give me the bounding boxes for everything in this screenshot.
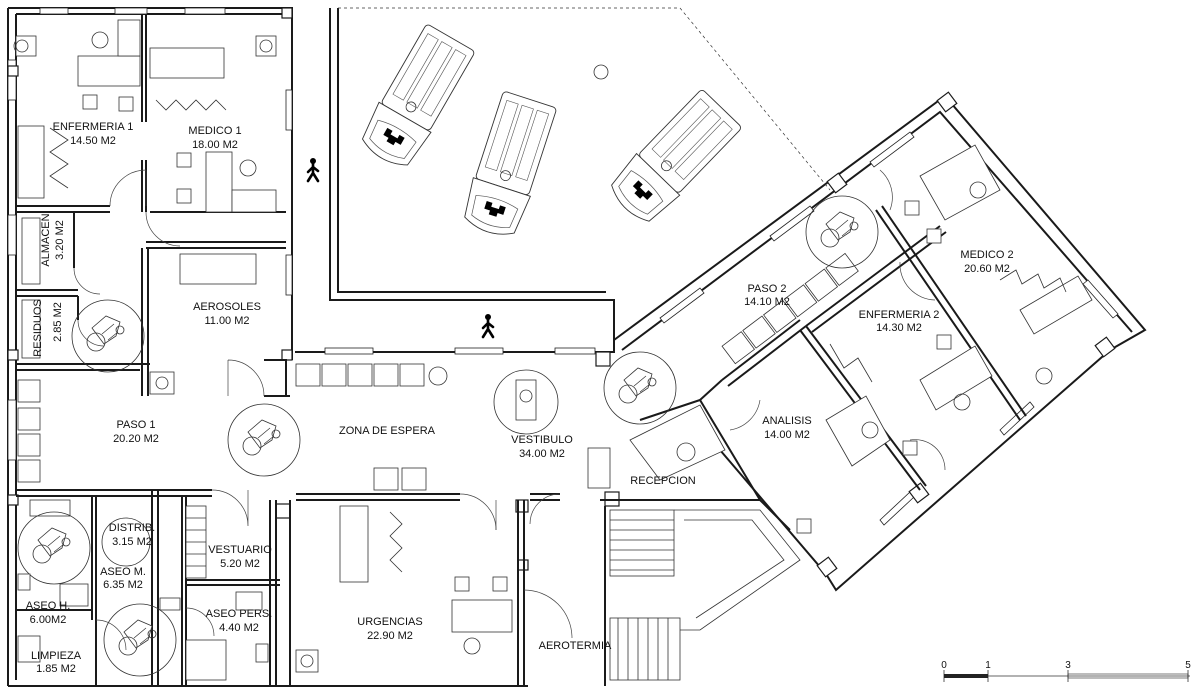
interior-walls	[16, 14, 1027, 686]
room-name-recepcion: RECEPCION	[630, 475, 695, 487]
room-name-aseo-pers: ASEO PERS.	[206, 608, 273, 620]
room-name-almacen: ALMACEN	[40, 213, 52, 266]
room-name-paso-2: PASO 2	[748, 283, 787, 295]
furniture	[13, 19, 1093, 681]
windows	[7, 7, 1119, 526]
scale-bar: 0 1 3 5	[941, 660, 1191, 682]
room-name-distrib: DISTRIB.	[109, 522, 155, 534]
room-area-aseo-m: 6.35 M2	[103, 579, 143, 591]
scale-tick-5: 5	[1185, 660, 1191, 671]
room-name-residuos: RESIDUOS	[32, 299, 44, 356]
room-name-medico-2: MEDICO 2	[960, 249, 1013, 261]
room-labels: ENFERMERIA 1 14.50 M2 MEDICO 1 18.00 M2 …	[26, 121, 1014, 675]
scale-tick-3: 3	[1065, 660, 1071, 671]
room-area-enfermeria-2: 14.30 M2	[876, 322, 922, 334]
room-area-paso-1: 20.20 M2	[113, 433, 159, 445]
room-area-aerosoles: 11.00 M2	[204, 315, 249, 327]
room-name-aerosoles: AEROSOLES	[193, 301, 261, 313]
room-name-aseo-h: ASEO H.	[26, 600, 71, 612]
ambulance-icon	[603, 86, 745, 230]
room-name-vestibulo: VESTIBULO	[511, 434, 573, 446]
room-name-paso-1: PASO 1	[117, 419, 156, 431]
room-area-enfermeria-1: 14.50 M2	[70, 135, 116, 147]
room-area-distrib: 3.15 M2	[112, 536, 152, 548]
ambulance-icon	[458, 89, 560, 242]
room-name-zona-espera: ZONA DE ESPERA	[339, 425, 436, 437]
scale-tick-1: 1	[985, 660, 991, 671]
room-name-analisis: ANALISIS	[762, 415, 812, 427]
room-name-vestuario: VESTUARIO	[208, 544, 272, 556]
room-area-urgencias: 22.90 M2	[367, 630, 413, 642]
room-area-aseo-h: 6.00M2	[30, 614, 67, 626]
pedestrian-icon	[481, 312, 495, 339]
room-name-enfermeria-1: ENFERMERIA 1	[53, 121, 134, 133]
room-area-aseo-pers: 4.40 M2	[219, 622, 259, 634]
room-area-paso-2: 14.10 M2	[744, 296, 790, 308]
ambulance-icon	[355, 22, 478, 174]
room-area-vestuario: 5.20 M2	[220, 558, 260, 570]
doors	[73, 169, 946, 651]
room-area-vestibulo: 34.00 M2	[519, 448, 565, 460]
stair	[609, 509, 801, 681]
room-area-medico-2: 20.60 M2	[964, 263, 1010, 275]
room-name-enfermeria-2: ENFERMERIA 2	[859, 309, 940, 321]
room-name-medico-1: MEDICO 1	[188, 125, 241, 137]
room-area-analisis: 14.00 M2	[764, 429, 810, 441]
room-name-urgencias: URGENCIAS	[357, 616, 422, 628]
room-name-limpieza: LIMPIEZA	[31, 650, 82, 662]
scale-tick-0: 0	[941, 660, 947, 671]
room-area-almacen: 3.20 M2	[54, 220, 66, 260]
room-area-limpieza: 1.85 M2	[36, 663, 76, 675]
room-area-residuos: 2.85 M2	[52, 302, 64, 342]
pedestrian-icon	[306, 156, 320, 183]
room-name-aerotermia: AEROTERMIA	[539, 640, 612, 652]
room-name-aseo-m: ASEO M.	[100, 566, 146, 578]
room-area-medico-1: 18.00 M2	[192, 139, 238, 151]
